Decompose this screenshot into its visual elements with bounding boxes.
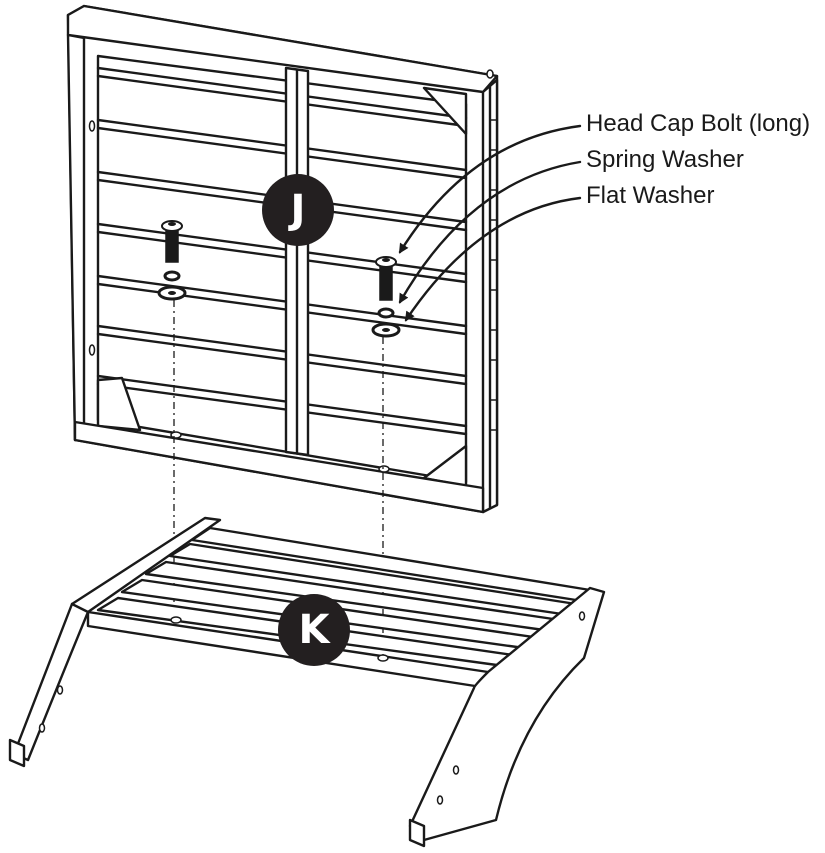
leader-head-cap-bolt	[398, 124, 582, 254]
bolt-set-left	[157, 220, 187, 301]
corner-block-bottom-left	[96, 376, 142, 432]
part-badge-k: K	[278, 594, 350, 666]
leg-hole	[38, 723, 46, 733]
backrest-bottom-rail	[73, 420, 485, 514]
callout-spring-washer: Spring Washer	[586, 146, 744, 173]
seat-right-leg	[408, 586, 606, 842]
bolt-hole	[170, 431, 182, 439]
seat-right-leg-foot	[408, 818, 426, 848]
leader-flat-washer	[404, 196, 582, 322]
backrest-left-rail	[66, 33, 86, 442]
seat-left-leg	[12, 516, 222, 762]
seat-bolt-hole	[170, 616, 182, 624]
part-label-j: J	[290, 187, 306, 233]
rail-hole	[88, 344, 96, 356]
backrest-top-rail	[66, 4, 499, 94]
rail-hole	[88, 120, 96, 132]
callout-flat-washer: Flat Washer	[586, 182, 715, 209]
leg-hole	[56, 685, 64, 695]
seat-base-k	[8, 516, 606, 848]
seat-left-leg-foot	[8, 738, 26, 768]
side-rail-notches	[491, 119, 498, 431]
bolt-hole	[378, 465, 390, 473]
corner-block-top-right	[422, 86, 468, 136]
leader-spring-washer	[398, 160, 582, 304]
callout-head-cap-bolt: Head Cap Bolt (long)	[586, 110, 811, 137]
leg-hole	[578, 611, 586, 621]
backrest-slats	[96, 66, 468, 436]
seat-bolt-hole	[377, 654, 389, 662]
part-label-k: K	[298, 607, 330, 653]
bolt-set-right	[371, 256, 401, 338]
rail-hole	[486, 69, 494, 79]
part-badge-j: J	[262, 174, 334, 246]
leg-hole	[436, 795, 444, 805]
leg-hole	[452, 765, 460, 775]
backrest-panel-j	[66, 4, 499, 514]
